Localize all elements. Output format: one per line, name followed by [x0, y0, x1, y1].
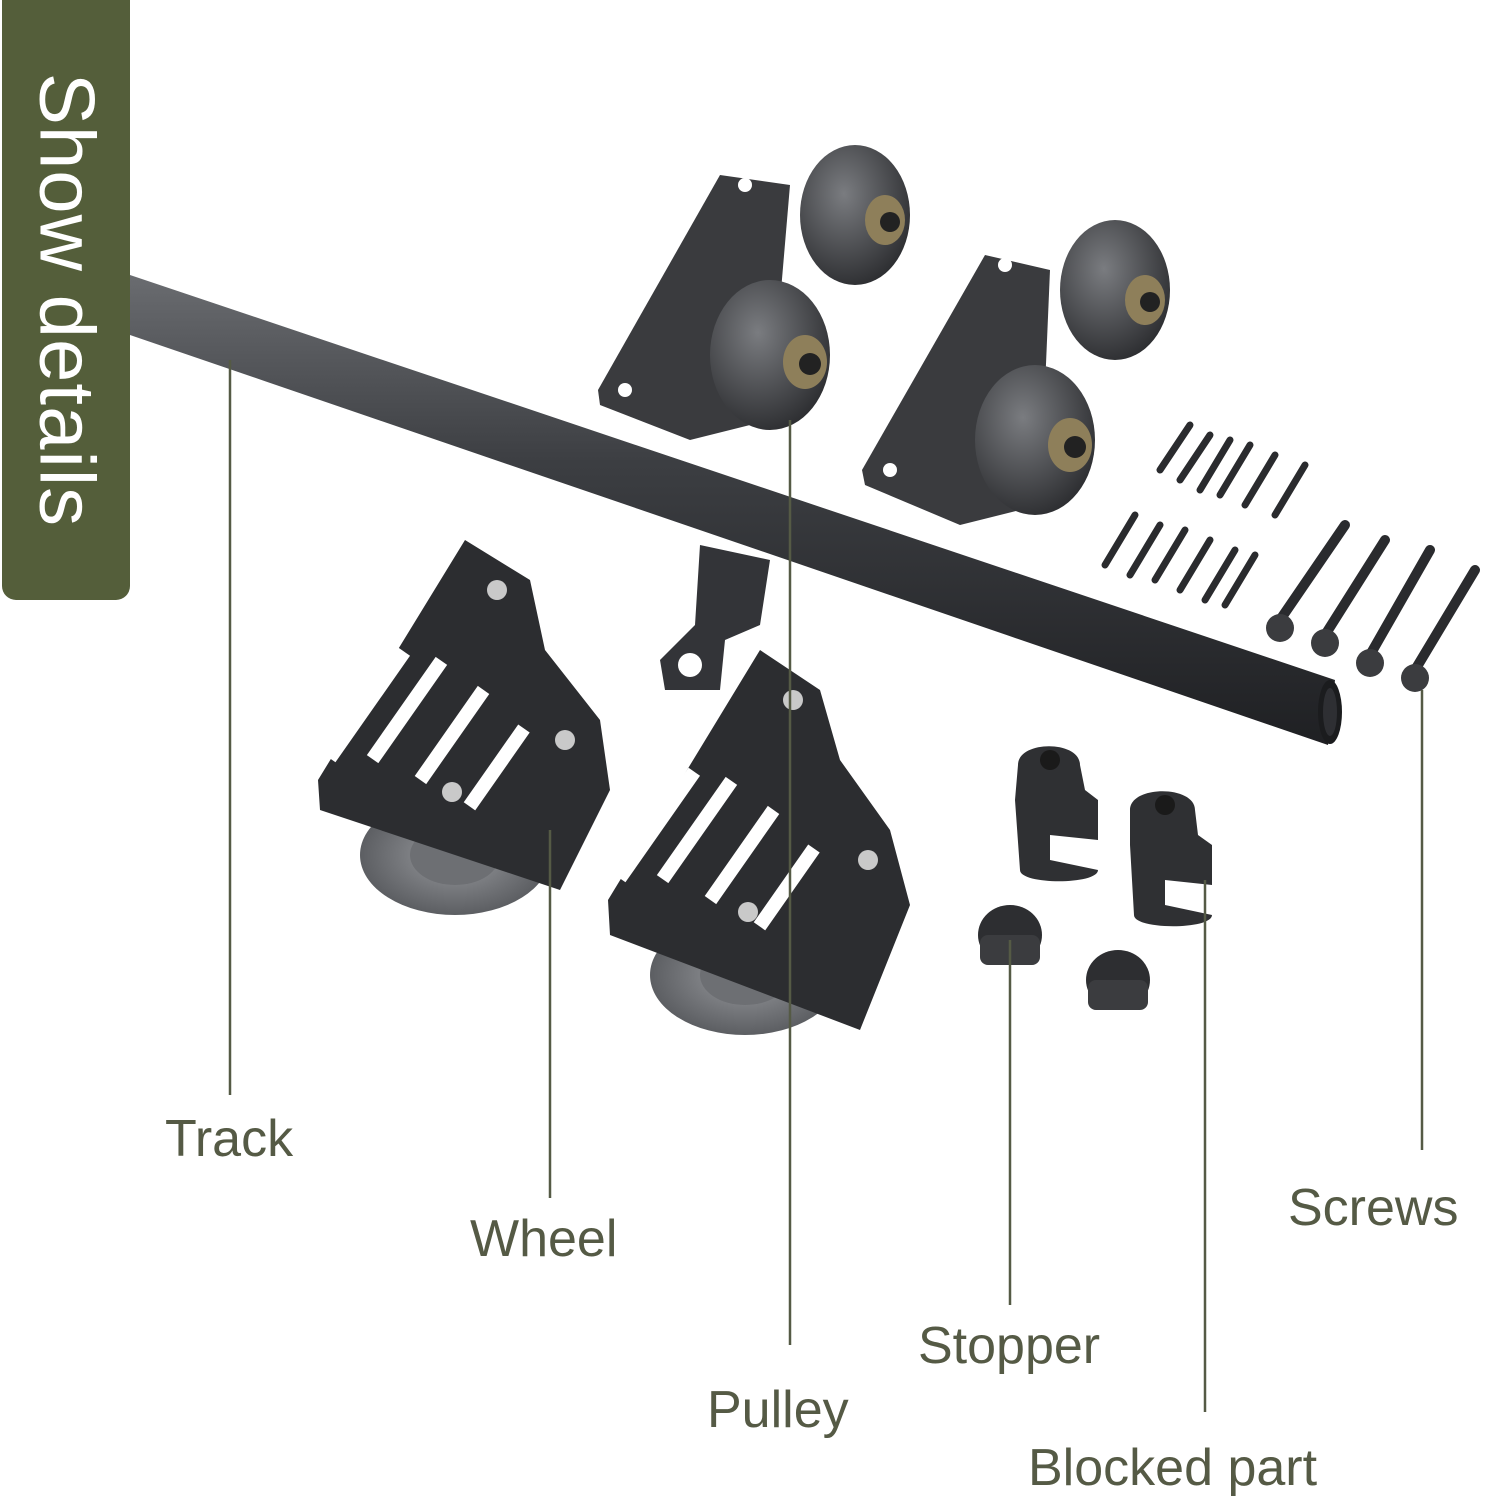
wheel-label: Wheel: [470, 1210, 618, 1268]
wheel-assembly-1: [318, 540, 610, 915]
wheel-assembly-2: [608, 650, 910, 1035]
lag-screws: [1266, 520, 1480, 692]
track-rod: [130, 275, 1342, 745]
stopper-label: Stopper: [918, 1317, 1101, 1375]
track-label: Track: [165, 1110, 294, 1168]
small-screws: [1101, 421, 1309, 609]
pulley-label: Pulley: [707, 1381, 849, 1439]
blocked-part-1: [1015, 746, 1098, 882]
show-details-tab: Show details: [2, 0, 130, 600]
wall-bracket: [660, 545, 770, 690]
blocked-part-2: [1130, 791, 1212, 927]
pulley-assembly-1: [598, 145, 910, 440]
stopper-2: [1086, 950, 1150, 1010]
pulley-assembly-2: [862, 220, 1170, 525]
blocked-part-label: Blocked part: [1028, 1439, 1318, 1497]
screws-label: Screws: [1288, 1179, 1459, 1237]
